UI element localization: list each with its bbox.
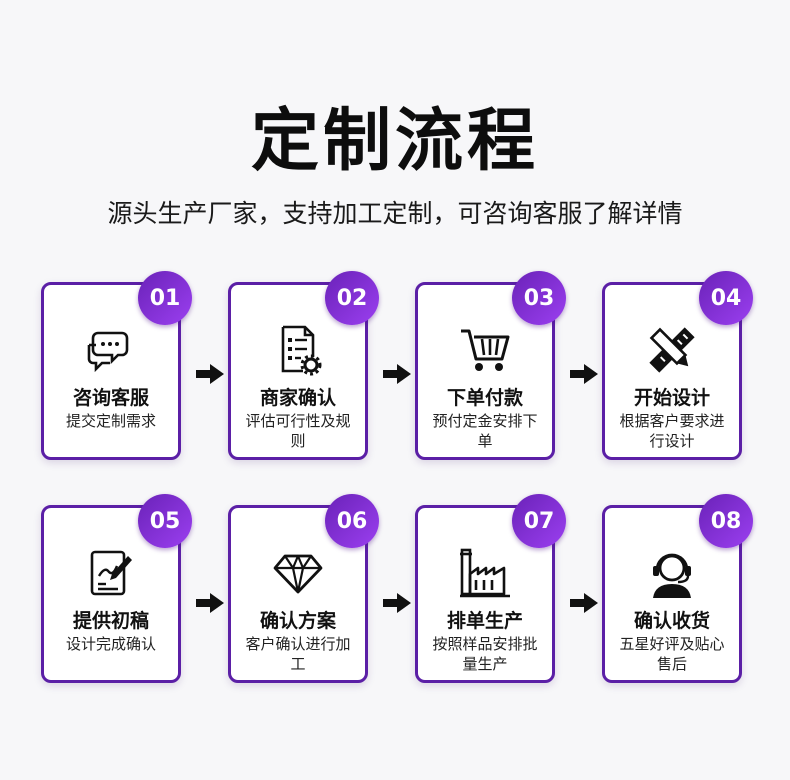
step-card-1: 01 咨询客服 提交定制需求 — [41, 271, 192, 460]
step-number-badge: 04 — [699, 271, 753, 325]
step-description: 设计完成确认 — [65, 635, 156, 653]
step-card-8: 08 确认收货 五星好评及贴心售后 — [602, 494, 753, 683]
step-title: 开始设计 — [633, 387, 710, 409]
step-card-3: 03 下单付款 预付定金安排下单 — [415, 271, 566, 460]
step-number-badge: 07 — [512, 494, 566, 548]
chat-bubbles-icon — [87, 331, 129, 373]
step-number-badge: 02 — [325, 271, 379, 325]
step-number-badge: 03 — [512, 271, 566, 325]
customer-service-icon — [653, 553, 691, 598]
step-card-5: 05 提供初稿 设计完成确认 — [41, 494, 192, 683]
arrow-right-icon — [570, 364, 598, 384]
step-number-badge: 01 — [138, 271, 192, 325]
step-number-badge: 08 — [699, 494, 753, 548]
step-description: 按照样品安排批量生产 — [432, 635, 538, 673]
step-title: 商家确认 — [259, 387, 336, 409]
step-title: 确认收货 — [633, 610, 710, 632]
page-subtitle: 源头生产厂家，支持加工定制，可咨询客服了解详情 — [107, 199, 683, 228]
step-card-2: 02 商家确认 评估可行性及规则 — [228, 271, 379, 460]
step-description: 客户确认进行加工 — [245, 635, 351, 673]
step-description: 预付定金安排下单 — [432, 412, 538, 450]
ruler-pencil-icon — [649, 327, 695, 373]
shopping-cart-icon — [461, 329, 510, 371]
step-description: 评估可行性及规则 — [245, 412, 351, 450]
page-title: 定制流程 — [250, 102, 539, 181]
step-card-4: 04 开始设计 根据客户要求进行设计 — [602, 271, 753, 460]
document-gear-icon — [281, 325, 322, 376]
arrow-right-icon — [383, 593, 411, 613]
step-number-badge: 06 — [325, 494, 379, 548]
arrow-right-icon — [196, 593, 224, 613]
factory-icon — [460, 548, 510, 598]
arrow-right-icon — [383, 364, 411, 384]
step-card-6: 06 确认方案 客户确认进行加工 — [228, 494, 379, 683]
draft-edit-icon — [90, 550, 132, 596]
step-title: 排单生产 — [446, 610, 523, 632]
step-description: 五星好评及贴心售后 — [619, 635, 725, 673]
step-title: 确认方案 — [259, 610, 336, 632]
arrow-right-icon — [570, 593, 598, 613]
step-title: 提供初稿 — [72, 610, 149, 632]
step-description: 根据客户要求进行设计 — [619, 412, 725, 450]
step-number-badge: 05 — [138, 494, 192, 548]
step-title: 咨询客服 — [72, 387, 149, 409]
arrow-right-icon — [196, 364, 224, 384]
step-card-7: 07 排单生产 按照样品安排批量生产 — [415, 494, 566, 683]
diamond-icon — [273, 554, 323, 594]
step-description: 提交定制需求 — [65, 412, 156, 430]
step-title: 下单付款 — [446, 387, 523, 409]
